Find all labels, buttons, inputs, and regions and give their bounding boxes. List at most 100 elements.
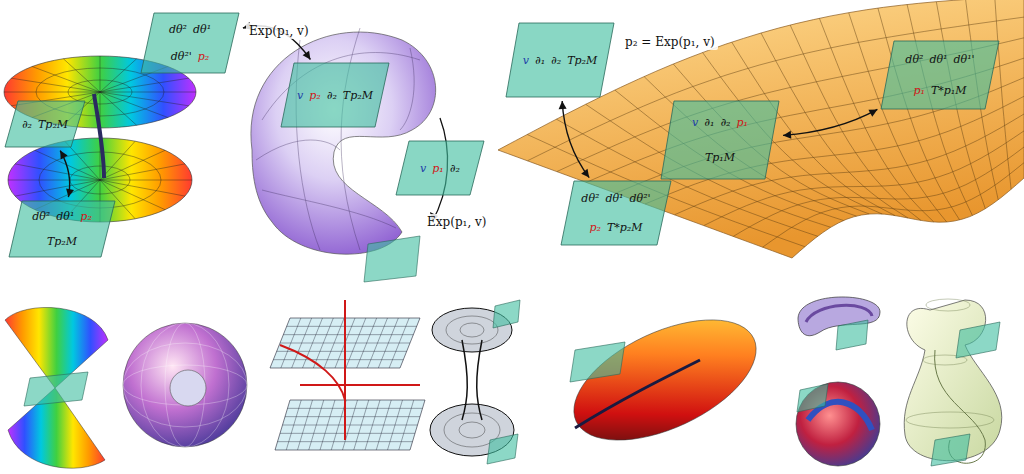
arrow-head (66, 188, 74, 197)
saddle-grid (645, 96, 1024, 204)
plane-shape (141, 13, 239, 73)
illustration-part (32, 67, 100, 93)
purple-surface (251, 32, 436, 254)
plane-shape (661, 101, 779, 179)
plane-label: dθ² (169, 23, 187, 36)
plane-labels: dθ²dθ¹dθ²'p₂T*p₂M (560, 180, 672, 246)
map-label: Exp(p₁, v) (424, 214, 489, 230)
arrow-head (559, 101, 567, 109)
wire-grid (444, 316, 500, 447)
plane-label: ∂₂ (22, 118, 32, 131)
tangent-plane: dθ²dθ¹dθ²'p₂T*p₂M (560, 180, 672, 246)
plane-label: ∂₂ (450, 162, 460, 175)
grid-line (283, 334, 413, 335)
illustration-part (100, 164, 185, 180)
tangent-plane (487, 434, 518, 464)
plane-label: dθ¹ (56, 210, 74, 223)
red-curve (280, 300, 420, 440)
helicoid-axis (94, 94, 104, 178)
map-arrow (60, 151, 74, 198)
map-arrow (783, 109, 877, 138)
tangent-plane: ∂₂ Tp₂M (4, 100, 86, 148)
plane-label: Tp₁M (705, 151, 735, 164)
sphere (123, 323, 247, 447)
tangent-plane: vp₂∂₂Tp₂M (280, 62, 390, 128)
tangent-plane: dθ²dθ¹p₂Tp₂M (8, 200, 116, 258)
grid-sheets (270, 300, 425, 450)
plane-label: dθ² (32, 210, 50, 223)
illustration-part (100, 92, 168, 118)
arrow-head (303, 51, 311, 60)
saddle-fill (498, 0, 1024, 258)
plane-shape (506, 23, 614, 97)
illustration-part (906, 412, 994, 428)
grid-line (280, 433, 415, 434)
plane-label: dθ¹' (954, 53, 975, 66)
illustration-part (460, 323, 484, 337)
plane-label: ∂₂ (551, 54, 561, 67)
tangent-plane (797, 384, 828, 412)
arrow-head (581, 169, 589, 178)
plane-label: p₁ (913, 84, 924, 97)
plane-label: Tp₂M (343, 89, 373, 102)
saddle-grid (557, 38, 1024, 172)
purple-grid (256, 28, 420, 250)
plane-labels: vp₁∂₂ (395, 140, 485, 196)
grid-sheet (275, 400, 425, 450)
plane-labels: dθ²dθ¹p₂Tp₂M (8, 200, 116, 258)
grid-line (287, 326, 417, 327)
tangent-plane (836, 320, 868, 350)
arrow-head (60, 151, 67, 160)
plane-label: ∂₁ (704, 116, 714, 129)
plane-labels: dθ²dθ¹dθ¹'p₁T*p₁M (880, 40, 1000, 110)
illustration-part (100, 180, 192, 181)
sphere-grid (123, 323, 247, 447)
plane-label: T*p₂M (607, 221, 643, 234)
plane-label: p₂ (198, 50, 209, 63)
tangent-plane: dθ²dθ¹dθ²'p₂ (140, 12, 240, 74)
tangent-plane (931, 434, 970, 466)
illustration-part (63, 59, 100, 92)
saddle-grid (878, 8, 960, 220)
illustration-part (100, 56, 101, 92)
plane-label: v (692, 116, 698, 129)
saddle-grid (616, 78, 1024, 194)
plane-shape (396, 141, 484, 195)
plane-label: p₁ (432, 162, 443, 175)
arrow-line (562, 101, 589, 178)
plane-labels: v∂₁∂₂Tp₂M (505, 22, 615, 98)
plane-label: p₂ (589, 221, 600, 234)
plane-labels: v∂₁∂₂p₁Tp₁M (660, 100, 780, 180)
plane-label: dθ¹ (605, 192, 623, 205)
inner-sphere (170, 370, 206, 406)
arrow-head (868, 109, 877, 116)
tangent-plane: dθ²dθ¹dθ¹'p₁T*p₁M (880, 40, 1000, 110)
plane-label: dθ¹ (193, 23, 211, 36)
plane-label: p₁ (736, 116, 747, 129)
tangent-plane: v∂₁∂₂p₁Tp₁M (660, 100, 780, 180)
illustration-part (123, 365, 247, 405)
arrow-line (783, 109, 877, 135)
grid-line (273, 359, 403, 360)
plane-labels: vp₂∂₂Tp₂M (280, 62, 390, 128)
plane-label: Tp₂M (38, 118, 68, 131)
plane-label: ∂₂ (327, 89, 337, 102)
saddle-grid (995, 0, 1011, 189)
illustration-part (141, 323, 229, 447)
boy-surface (796, 382, 880, 466)
illustration-part (400, 48, 414, 130)
illustration-part (100, 78, 189, 92)
illustration-part (15, 180, 100, 196)
grid-line (283, 425, 418, 426)
plane-label: dθ² (905, 53, 923, 66)
plane-label: Tp₂M (47, 235, 77, 248)
tangent-plane (364, 236, 420, 282)
tangent-plane (570, 342, 625, 382)
plane-label: T*p₁M (931, 84, 967, 97)
plane-shape (561, 181, 671, 245)
grid-line (278, 441, 413, 442)
map-arrow (559, 101, 590, 178)
saddle-surface (498, 0, 1024, 258)
illustration-part (926, 299, 970, 311)
